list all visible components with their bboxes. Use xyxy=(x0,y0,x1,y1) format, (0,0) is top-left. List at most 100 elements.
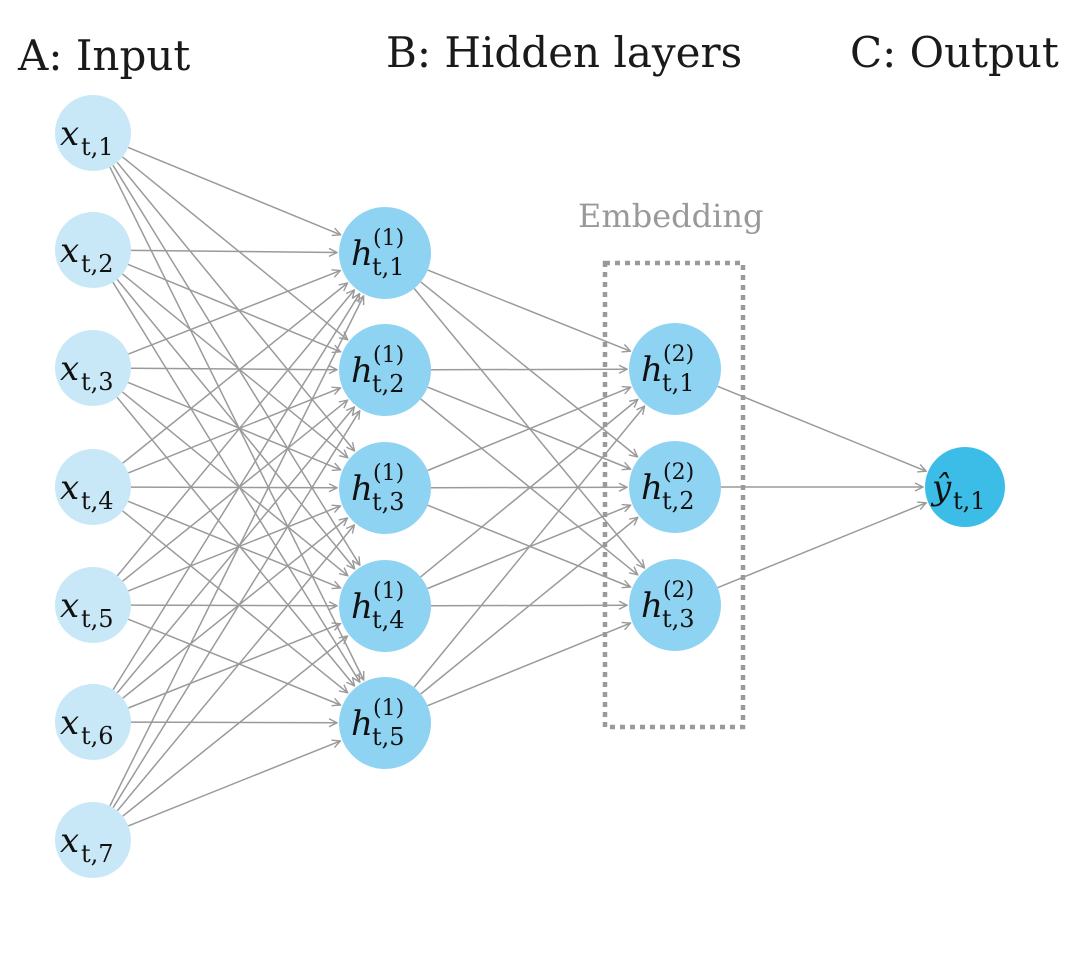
node-circle xyxy=(55,449,131,525)
node-symbol: x xyxy=(60,231,79,271)
node-subscript: t,2 xyxy=(372,370,405,398)
edge-input-5-to-hidden1-1 xyxy=(116,290,354,577)
node-subscript: t,3 xyxy=(81,368,114,396)
node-symbol: ŷ xyxy=(930,468,952,508)
node-circle xyxy=(339,207,431,299)
node-subscript: t,1 xyxy=(81,133,114,161)
edge-hidden1-4-to-hidden2-1 xyxy=(420,399,638,578)
edge-input-3-to-hidden1-2 xyxy=(130,368,337,369)
edge-input-4-to-hidden1-2 xyxy=(128,388,340,474)
node-superscript: (2) xyxy=(663,342,694,367)
node-circle xyxy=(925,447,1005,527)
edge-hidden1-5-to-hidden2-3 xyxy=(427,623,631,707)
node-subscript: t,4 xyxy=(81,487,114,515)
node-circle xyxy=(55,330,131,406)
embedding-label: Embedding xyxy=(578,197,763,235)
node-symbol: h xyxy=(351,587,373,627)
node-subscript: t,4 xyxy=(372,606,405,634)
edge-input-6-to-hidden1-1 xyxy=(112,294,360,691)
edge-input-1-to-hidden1-4 xyxy=(112,164,360,565)
node-circle xyxy=(629,441,721,533)
node-symbol: h xyxy=(641,468,663,508)
node-subscript: t,7 xyxy=(81,840,114,868)
heading-hidden-layers: B: Hidden layers xyxy=(386,28,742,77)
node-circle xyxy=(55,95,131,171)
edge-input-2-to-hidden1-3 xyxy=(122,273,348,458)
edge-input-1-to-hidden1-3 xyxy=(116,161,354,451)
edge-input-5-to-hidden1-4 xyxy=(130,605,337,606)
edge-input-2-to-hidden1-2 xyxy=(127,263,341,351)
edge-input-1-to-hidden1-1 xyxy=(127,146,341,234)
edge-input-7-to-hidden1-3 xyxy=(116,525,354,812)
edge-input-1-to-hidden1-2 xyxy=(122,156,348,340)
edge-hidden1-5-to-hidden2-1 xyxy=(413,406,644,688)
node-superscript: (1) xyxy=(373,696,404,721)
node-symbol: h xyxy=(351,351,373,391)
edges xyxy=(109,146,927,827)
edge-input-4-to-hidden1-5 xyxy=(122,510,348,693)
edge-input-7-to-hidden1-5 xyxy=(128,741,340,827)
edge-input-3-to-hidden1-4 xyxy=(122,391,348,576)
edge-input-7-to-hidden1-4 xyxy=(122,636,348,817)
node-subscript: t,1 xyxy=(662,369,695,397)
node-superscript: (2) xyxy=(663,460,694,485)
node-circle xyxy=(629,559,721,651)
edge-input-7-to-hidden1-1 xyxy=(109,296,364,807)
node-superscript: (1) xyxy=(373,226,404,251)
node-superscript: (1) xyxy=(373,579,404,604)
edge-input-6-to-hidden1-4 xyxy=(128,624,340,709)
node-superscript: (2) xyxy=(663,578,694,603)
node-symbol: x xyxy=(60,821,79,861)
heading-output: C: Output xyxy=(850,28,1059,77)
embedding-box xyxy=(602,260,746,730)
node-circle xyxy=(339,677,431,769)
edge-input-4-to-hidden1-4 xyxy=(127,500,340,588)
edge-input-5-to-hidden1-5 xyxy=(127,618,340,705)
edge-hidden2-1-to-output-1 xyxy=(717,385,927,471)
node-symbol: h xyxy=(351,704,373,744)
node-circle xyxy=(339,324,431,416)
node-subscript: t,2 xyxy=(662,487,695,515)
edge-input-2-to-hidden1-5 xyxy=(112,281,360,682)
node-symbol: x xyxy=(60,586,79,626)
node-symbol: x xyxy=(60,703,79,743)
edge-input-1-to-hidden1-5 xyxy=(109,166,364,680)
node-symbol: x xyxy=(60,114,79,154)
node-symbol: h xyxy=(641,350,663,390)
node-circle xyxy=(55,212,131,288)
node-superscript: (1) xyxy=(373,461,404,486)
edge-hidden1-1-to-hidden2-1 xyxy=(427,269,631,351)
node-subscript: t,5 xyxy=(81,605,114,633)
edge-input-6-to-hidden1-3 xyxy=(122,518,348,699)
node-circle xyxy=(339,442,431,534)
node-subscript: t,6 xyxy=(81,722,114,750)
node-circle xyxy=(55,567,131,643)
edge-input-5-to-hidden1-2 xyxy=(122,400,348,582)
edge-hidden1-5-to-hidden2-2 xyxy=(420,517,638,695)
edge-hidden1-3-to-hidden2-1 xyxy=(427,387,631,472)
node-superscript: (1) xyxy=(373,343,404,368)
node-circle xyxy=(55,684,131,760)
edge-input-6-to-hidden1-2 xyxy=(116,407,354,694)
node-subscript: t,3 xyxy=(662,605,695,633)
node-symbol: x xyxy=(60,349,79,389)
